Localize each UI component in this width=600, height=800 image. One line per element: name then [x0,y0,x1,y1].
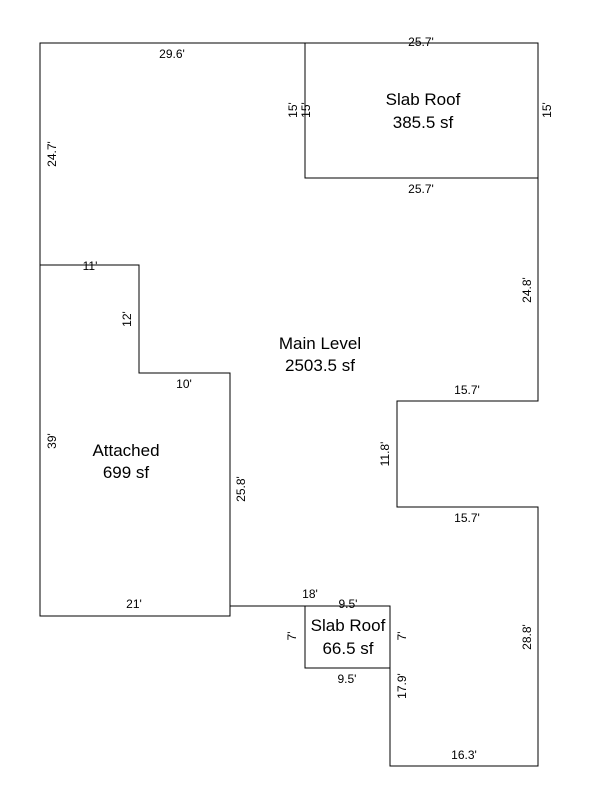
slab-roof-top-size: 385.5 sf [393,113,454,132]
attached-name: Attached [92,441,159,460]
dim-attached-step-side: 12' [120,311,134,327]
dim-notch-top: 15.7' [454,383,480,397]
dim-main-lower-left: 17.9' [395,673,409,699]
dim-main-bottom-run: 18' [302,587,318,601]
dim-slab-top-top: 25.7' [408,35,434,49]
dim-main-left: 24.7' [45,141,59,167]
dim-slab-bottom-right: 7' [395,632,409,641]
dim-main-bottom: 16.3' [451,748,477,762]
slab-roof-bottom-size: 66.5 sf [322,639,373,658]
slab-roof-top-name: Slab Roof [386,90,461,109]
dim-notch-side: 11.8' [378,442,392,467]
main-level-outline [39,42,539,767]
slab-roof-top-outline [304,42,539,179]
dim-slab-bottom-left: 7' [285,632,299,641]
dim-slab-bottom-top: 9.5' [339,597,358,611]
main-level-size: 2503.5 sf [285,356,355,375]
attached-outline [39,264,231,617]
dim-slab-top-left-overlap: 15' [299,102,313,118]
dim-attached-step-top: 10' [176,377,192,391]
dim-notch-bottom: 15.7' [454,511,480,525]
slab-roof-bottom-outline [304,605,391,669]
dim-slab-top-right: 15' [540,102,554,118]
dim-slab-top-left: 15' [286,102,300,118]
main-level-name: Main Level [279,334,361,353]
dim-attached-right: 25.8' [234,476,248,502]
slab-roof-bottom-name: Slab Roof [311,616,386,635]
dim-main-right-lower: 28.8' [520,624,534,650]
attached-size: 699 sf [103,463,150,482]
dim-attached-left: 39' [45,433,59,449]
dim-main-top: 29.6' [159,47,185,61]
dim-main-right-upper: 24.8' [520,277,534,303]
dim-slab-top-bottom: 25.7' [408,182,434,196]
dim-attached-top: 11' [83,259,98,273]
dim-attached-bottom: 21' [126,597,142,611]
dim-slab-bottom-bottom: 9.5' [338,672,357,686]
